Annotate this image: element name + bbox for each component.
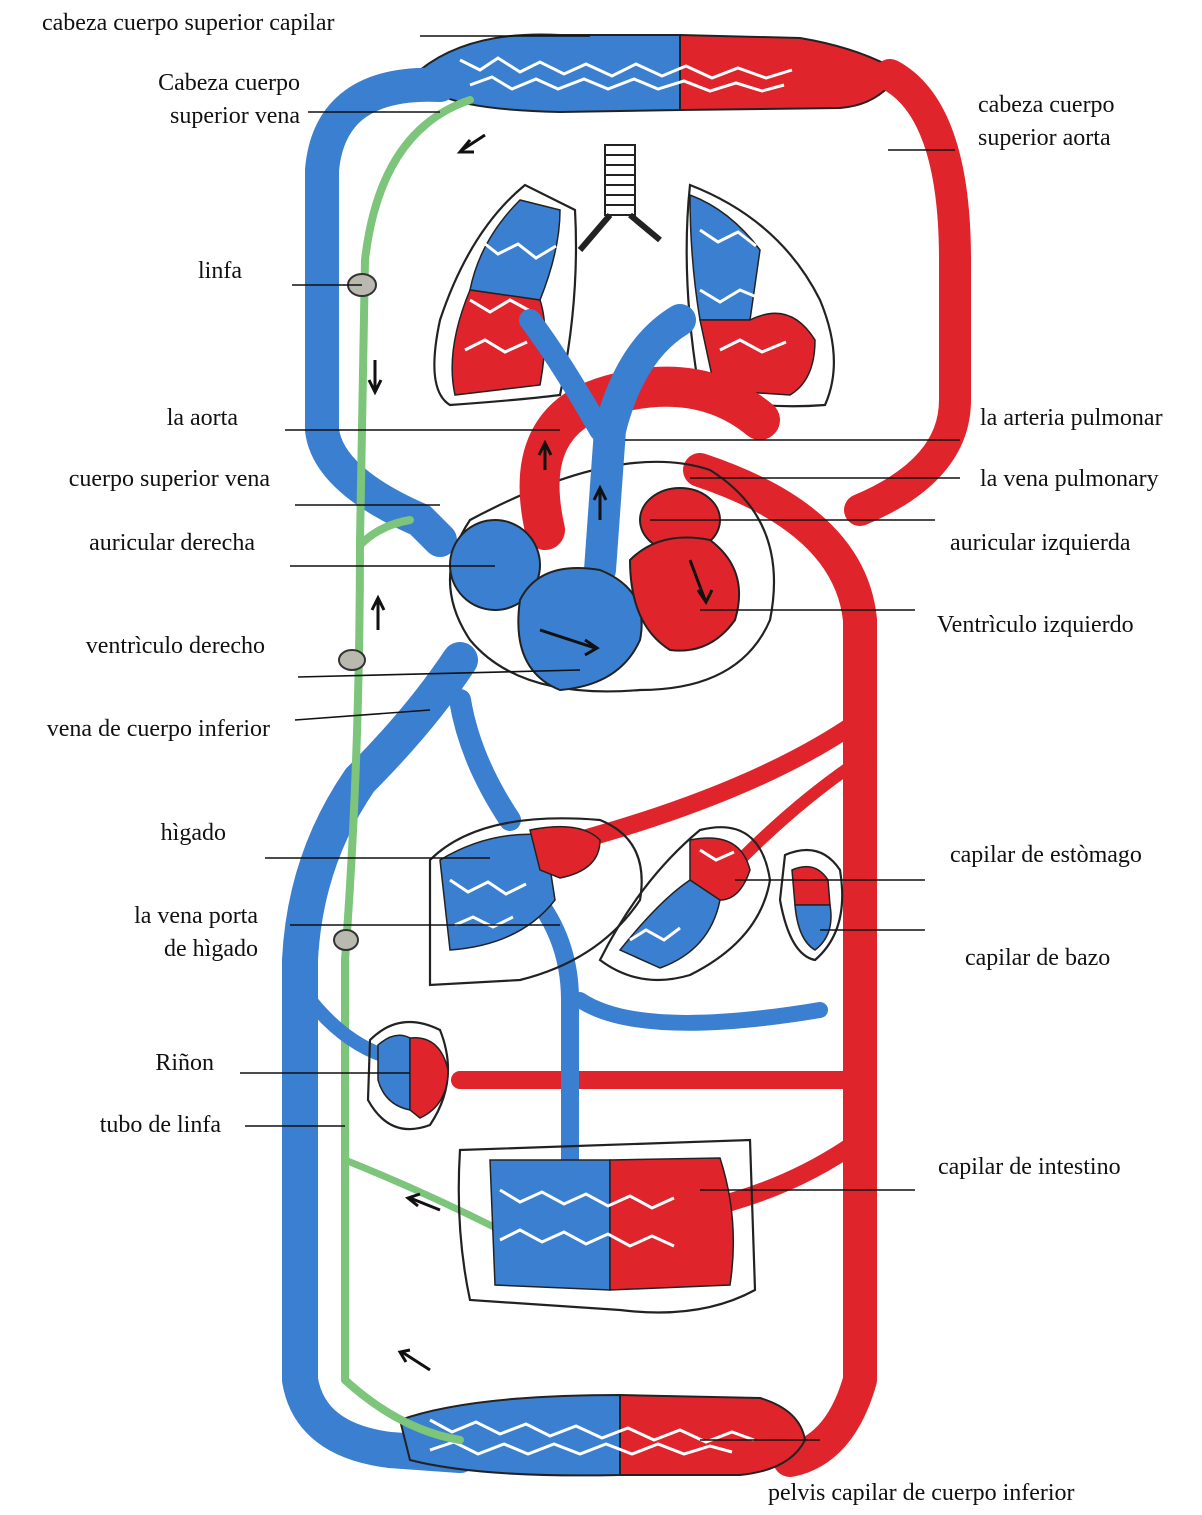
label-portal-vein: la vena porta <box>134 903 258 929</box>
lymph-node-icon <box>334 930 358 950</box>
label-head-capillary: cabeza cuerpo superior capilar <box>42 10 335 36</box>
intestine-arterial <box>610 1158 733 1290</box>
label-liver: hìgado <box>161 820 226 846</box>
label-left-atrium: auricular izquierda <box>950 530 1131 556</box>
label-lymph: linfa <box>198 258 242 284</box>
label-head-aorta: cabeza cuerpo <box>978 92 1115 118</box>
stomach-venous <box>620 880 720 968</box>
abdominal-organs <box>310 700 860 1313</box>
label-head-vein-line2: superior vena <box>170 103 300 129</box>
right-lung-venous <box>690 195 760 320</box>
head-capillary-arterial <box>680 35 900 110</box>
lymph-node-icon <box>339 650 365 670</box>
label-right-atrium: auricular derecha <box>89 530 255 556</box>
spleen-venous <box>795 905 831 950</box>
label-left-ventricle: Ventrìculo izquierdo <box>937 612 1134 638</box>
pelvis-capillary-arterial <box>620 1395 805 1475</box>
spleen-arterial <box>792 867 830 905</box>
liver-arterial <box>530 827 600 878</box>
kidney-arterial <box>410 1038 448 1118</box>
label-pulmonary-artery: la arteria pulmonar <box>980 405 1163 431</box>
label-aorta: la aorta <box>167 405 239 431</box>
label-right-ventricle: ventrìculo derecho <box>86 633 265 659</box>
label-head-aorta-line2: superior aorta <box>978 125 1111 151</box>
label-pulmonary-vein: la vena pulmonary <box>980 466 1159 492</box>
aorta-right-upper <box>860 75 955 510</box>
label-pelvis-capillary: pelvis capilar de cuerpo inferior <box>768 1480 1075 1506</box>
label-portal-vein-line2: de hìgado <box>164 936 258 962</box>
left-ventricle <box>630 538 739 651</box>
label-lymph-duct: tubo de linfa <box>100 1112 222 1138</box>
label-lower-vena-cava: vena de cuerpo inferior <box>47 716 270 742</box>
label-head-vein: Cabeza cuerpo <box>158 70 300 96</box>
trachea <box>580 145 660 250</box>
label-kidney: Riñon <box>155 1050 214 1076</box>
label-upper-vena-cava: cuerpo superior vena <box>69 466 271 492</box>
label-spleen-capillary: capilar de bazo <box>965 945 1110 971</box>
label-stomach-capillary: capilar de estòmago <box>950 842 1142 868</box>
intestine-venous <box>490 1160 610 1290</box>
upper-vein-left <box>322 85 440 540</box>
label-intestine-capillary: capilar de intestino <box>938 1154 1121 1180</box>
